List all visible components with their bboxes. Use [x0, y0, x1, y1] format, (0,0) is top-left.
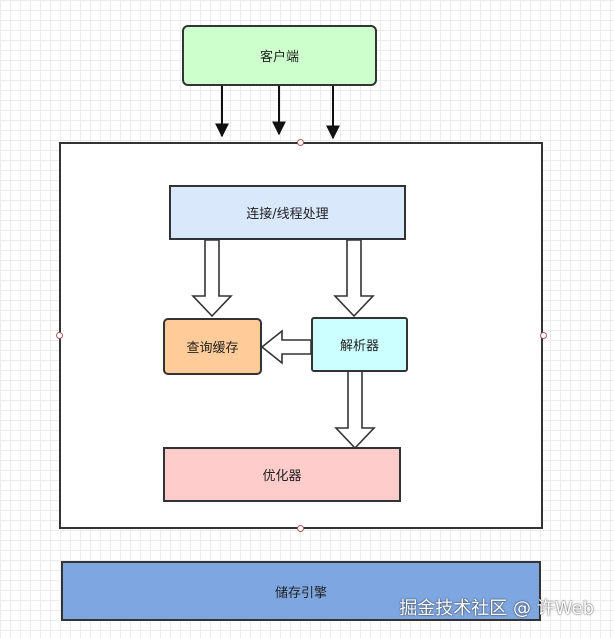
- resize-handle-top[interactable]: [297, 139, 304, 146]
- edge-connection-query-cache: [191, 239, 233, 318]
- resize-handle-bottom[interactable]: [297, 525, 304, 532]
- edge-parser-optimizer: [334, 370, 376, 450]
- node-query-cache[interactable]: 查询缓存: [163, 318, 262, 375]
- resize-handle-left[interactable]: [56, 332, 63, 339]
- node-connection-thread-handling[interactable]: 连接/线程处理: [169, 185, 406, 240]
- node-client[interactable]: 客户端: [182, 25, 377, 86]
- node-storage-engine[interactable]: 储存引擎: [61, 561, 541, 621]
- node-optimizer[interactable]: 优化器: [163, 447, 401, 502]
- watermark-text: 掘金技术社区 @ 许Web: [399, 598, 594, 619]
- resize-handle-right[interactable]: [540, 332, 547, 339]
- edge-parser-query-cache: [260, 329, 312, 365]
- edge-connection-parser: [333, 239, 375, 318]
- node-parser[interactable]: 解析器: [311, 317, 408, 372]
